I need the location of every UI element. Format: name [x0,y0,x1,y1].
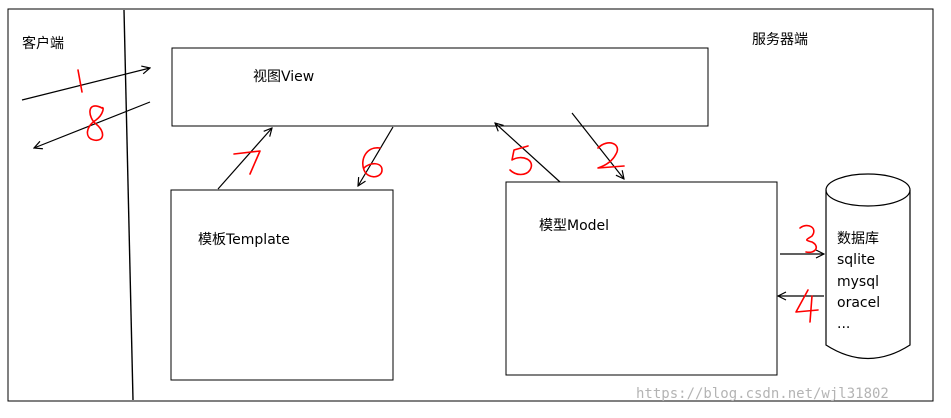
db-line-0: 数据库 [837,231,879,247]
arrow-view-to-template [358,126,394,186]
step-number-6 [362,147,383,178]
client-label: 客户端 [22,35,64,52]
step-number-7 [233,150,261,175]
step-number-1 [77,69,83,93]
step-number-3 [799,224,818,254]
arrow-template-to-view [217,128,272,190]
view-box [171,47,709,127]
step-number-4 [795,289,819,323]
db-line-3: oracel [837,295,880,311]
arrow-view-to-model [571,112,624,179]
step-number-8 [86,105,104,142]
model-label: 模型Model [539,218,609,234]
view-label: 视图View [253,69,314,85]
database-cylinder [825,173,911,360]
template-label: 模板Template [198,232,290,248]
client-server-divider [123,9,134,401]
step-number-2 [597,142,625,169]
arrow-model-to-view [495,123,561,183]
watermark: https://blog.csdn.net/wjl31802 [636,386,889,402]
server-label: 服务器端 [752,32,808,48]
template-box [170,189,394,381]
model-box [505,181,778,376]
arrow-view-to-client [34,101,151,148]
outer-frame [7,8,934,402]
arrow-client-to-view [21,68,150,101]
step-number-5 [509,145,533,176]
db-line-4: ... [837,316,850,332]
db-line-1: sqlite [837,252,875,268]
db-line-2: mysql [837,274,879,290]
